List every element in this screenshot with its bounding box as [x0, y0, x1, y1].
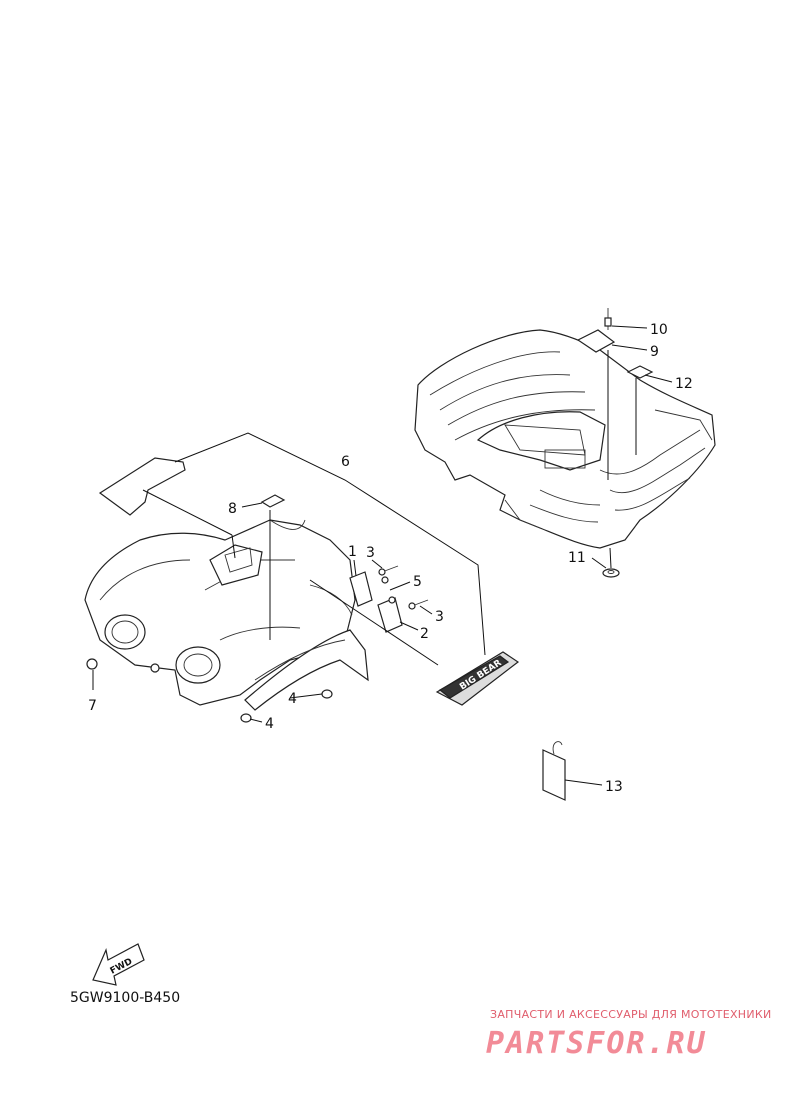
- callout-11: 11: [568, 550, 586, 566]
- callout-2: 2: [420, 626, 429, 642]
- screw-part-3a: [378, 565, 399, 576]
- leader-lines: [92, 325, 673, 786]
- callout-3b: 3: [435, 609, 444, 625]
- callout-7: 7: [88, 698, 97, 714]
- plug-part-7: [86, 658, 160, 673]
- washer-part-11: [602, 568, 620, 578]
- nut-part-4a: [321, 689, 333, 699]
- front-fender: [84, 519, 369, 711]
- watermark-brand: PARTSFOR.RU: [486, 1026, 707, 1061]
- rivet-part-10: [604, 308, 612, 330]
- diagram-code: 5GW9100-B450: [70, 990, 181, 1006]
- callout-5: 5: [413, 574, 422, 590]
- bracket-part-1: [349, 571, 373, 607]
- callout-8: 8: [228, 501, 237, 517]
- plate-part-9: [576, 329, 616, 353]
- callout-12: 12: [675, 376, 693, 392]
- grommet-part-5: [381, 576, 396, 604]
- screw-part-3b: [408, 599, 429, 610]
- callout-1: 1: [348, 544, 357, 560]
- tag-part-13: [542, 741, 566, 801]
- callout-13: 13: [605, 779, 623, 795]
- label-part-8: [260, 494, 286, 508]
- watermark-subtitle: ЗАПЧАСТИ И АКСЕССУАРЫ ДЛЯ МОТОТЕХНИКИ: [490, 1008, 772, 1021]
- callout-3a: 3: [366, 545, 375, 561]
- callout-10: 10: [650, 322, 668, 338]
- bracket-part-2: [377, 597, 403, 633]
- rear-fender: [414, 329, 716, 549]
- callout-4b: 4: [265, 716, 274, 732]
- callout-6: 6: [341, 454, 350, 470]
- callout-4a: 4: [288, 691, 297, 707]
- nut-part-4b: [240, 713, 252, 723]
- callouts: 1 2 3 3 4 4 5 6 7 8 9 10 11 12 13: [88, 322, 693, 795]
- callout-9: 9: [650, 344, 659, 360]
- emblem-decal: BIG BEAR: [435, 651, 520, 706]
- fwd-arrow-icon: FWD: [92, 943, 145, 986]
- cover-mat: [98, 457, 186, 516]
